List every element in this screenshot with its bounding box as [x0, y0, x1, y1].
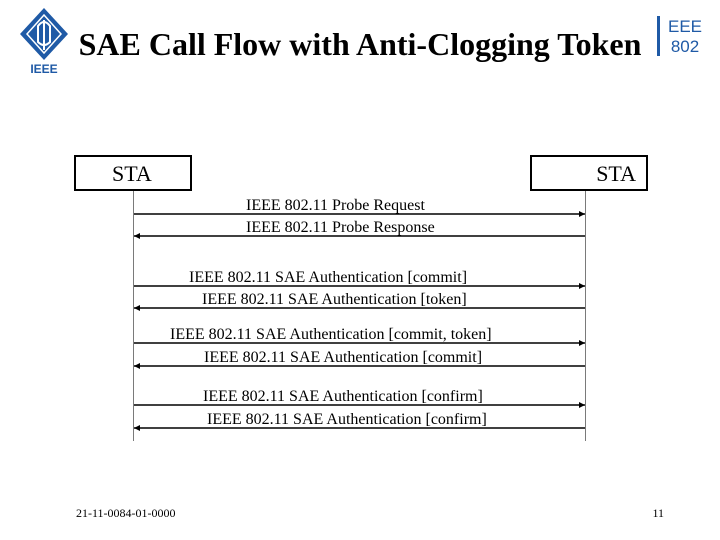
ieee-logo-left: IEEE: [18, 6, 70, 76]
logo-line-1: EEE: [668, 17, 702, 36]
logo-line-2: 802: [671, 37, 699, 56]
message-label: IEEE 802.11 SAE Authentication [commit]: [204, 349, 483, 366]
message-label: IEEE 802.11 Probe Response: [246, 219, 435, 236]
page-title: SAE Call Flow with Anti-Clogging Token: [78, 26, 642, 62]
arrowhead-5: [579, 340, 585, 346]
participant-right-label: STA: [596, 161, 636, 186]
message-label: IEEE 802.11 SAE Authentication [token]: [202, 291, 467, 308]
ieee-diamond-icon: IEEE: [20, 8, 68, 76]
ieee-802-logo-right: EEE 802: [655, 14, 707, 58]
arrowhead-3: [579, 283, 585, 289]
arrowhead-7: [579, 402, 585, 408]
message-label: IEEE 802.11 SAE Authentication [confirm]: [203, 388, 483, 405]
lifeline-right: [585, 191, 586, 441]
arrowhead-6: [134, 363, 140, 369]
lifeline-left: [133, 191, 134, 441]
document-number: 21-11-0084-01-0000: [76, 506, 176, 520]
page-number: 11: [652, 506, 664, 520]
message-label: IEEE 802.11 SAE Authentication [commit, …: [170, 326, 492, 343]
participant-left-box: STA: [74, 155, 192, 191]
arrowhead-4: [134, 305, 140, 311]
participant-right-box: STA: [530, 155, 648, 191]
message-label: IEEE 802.11 SAE Authentication [commit]: [189, 269, 468, 286]
arrowhead-1: [579, 211, 585, 217]
participant-left-label: STA: [112, 161, 152, 186]
message-label: IEEE 802.11 SAE Authentication [confirm]: [207, 411, 487, 428]
arrowhead-2: [134, 233, 140, 239]
message-label: IEEE 802.11 Probe Request: [246, 197, 425, 214]
svg-text:IEEE: IEEE: [30, 62, 57, 76]
arrowhead-8: [134, 425, 140, 431]
